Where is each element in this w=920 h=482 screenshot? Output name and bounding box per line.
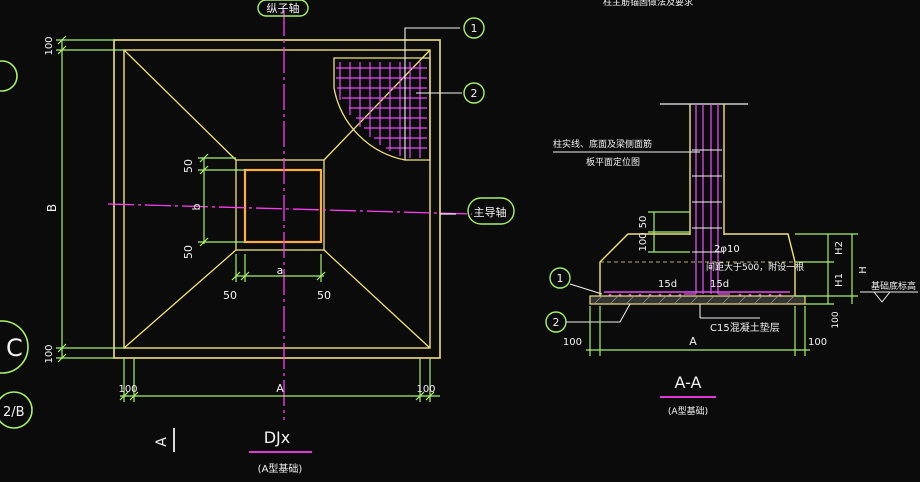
- cushion-label: C15混凝土垫层: [710, 321, 780, 334]
- rebar-mesh: [336, 62, 427, 158]
- column-rebar: [684, 104, 730, 295]
- axis-bubble-2b-label: 2/B: [3, 405, 25, 420]
- axis-tag-horizontal-label: 主导轴: [474, 205, 507, 219]
- callout-2-label: 2: [471, 87, 478, 100]
- foundation-plan: 纵子轴 主导轴 1 2 100 B 100: [44, 0, 515, 475]
- dim-100-right-label: 100: [416, 384, 435, 395]
- column-stirrups: [692, 149, 722, 253]
- section-dim-100-right: 100: [808, 337, 827, 348]
- callout-1-bubble: [463, 17, 485, 39]
- column-pad: [235, 159, 325, 251]
- rebar-note-1: 2φ10: [714, 244, 740, 255]
- anchor-left-label: 15d: [658, 279, 677, 290]
- cushion-layer: [589, 295, 806, 305]
- dim-column-b: [198, 153, 245, 247]
- section-dim-50: 50: [638, 216, 649, 229]
- hip-line-br: [323, 249, 431, 349]
- dim-a-label: A: [276, 382, 284, 395]
- dim-a-col-label: a: [277, 264, 284, 277]
- section-callout-1-bubble: [549, 267, 571, 289]
- axis-tag-vertical: [257, 0, 309, 17]
- rebar-note-2: 间距大于500，附设一根: [706, 261, 804, 273]
- section-dim-right: [795, 233, 858, 305]
- base-elevation-label: 基础底标高: [871, 280, 916, 292]
- dim-50-right-label: 50: [317, 289, 331, 302]
- axis-tag-horizontal: [467, 197, 515, 225]
- section-dim-100-upper: 100: [638, 232, 649, 251]
- section-callout-1-label: 1: [557, 272, 564, 285]
- section-note-line1: 柱实线、底面及梁侧面筋: [553, 138, 652, 150]
- axis-bubbles: C 2/B: [0, 60, 33, 429]
- callout-1-label: 1: [471, 22, 478, 35]
- callout-1-leader: [404, 27, 460, 160]
- axis-tag-vertical-label: 纵子轴: [267, 1, 300, 15]
- section-dim-h2: H2: [834, 241, 845, 255]
- dim-b-col-label: b: [190, 203, 203, 210]
- dim-50-left-label: 50: [223, 289, 237, 302]
- anchor-right-label: 15d: [710, 279, 729, 290]
- section-callout-1-leader: [569, 283, 603, 295]
- section-dim-h1: H1: [834, 273, 845, 287]
- axis-bubble-c: [0, 320, 29, 374]
- dim-bottom: [119, 358, 440, 402]
- dim-100-left-label: 100: [118, 384, 137, 395]
- section-view: 柱主筋锚固做法及要求: [545, 0, 918, 417]
- dim-b-label: B: [45, 204, 59, 212]
- hip-line-bl: [123, 249, 237, 349]
- footing-profile-right: [724, 233, 796, 296]
- cushion-hatch: [593, 295, 795, 305]
- section-mark-label: A: [154, 437, 170, 447]
- section-dim-left: [648, 211, 690, 253]
- section-callout-2-label: 2: [553, 316, 560, 329]
- section-dim-100-left: 100: [563, 337, 582, 348]
- footing-profile-left: [599, 233, 690, 296]
- centerline-horizontal: [107, 203, 473, 215]
- plan-title: DJx: [264, 428, 291, 447]
- dim-left: [56, 35, 124, 363]
- axis-bubble-2b: [0, 391, 33, 429]
- column-section: [243, 168, 323, 244]
- section-dim-h: H: [858, 266, 869, 274]
- section-note-line2: 板平面定位图: [586, 156, 640, 168]
- footing-inner-outline: [123, 49, 431, 349]
- hip-line-tl: [123, 49, 237, 161]
- plan-subtitle: (A型基础): [258, 462, 303, 475]
- section-subtitle: (A型基础): [668, 405, 708, 417]
- axis-bubble-c-label: C: [6, 334, 23, 362]
- callout-2-bubble: [463, 82, 485, 104]
- section-top-note: 柱主筋锚固做法及要求: [603, 0, 693, 8]
- section-callout-2-leader: [566, 303, 631, 323]
- section-title: A-A: [675, 373, 702, 392]
- dim-100-bottom-label: 100: [44, 344, 55, 363]
- axis-bubble-top: [0, 60, 18, 92]
- base-elevation-marker: [872, 291, 892, 303]
- dim-100-top-label: 100: [44, 36, 55, 55]
- footing-outline: [113, 39, 441, 359]
- section-dim-100-base: 100: [831, 311, 841, 328]
- section-dim-bottom: [586, 306, 810, 356]
- dim-50-top-label: 50: [182, 159, 195, 173]
- dim-50-bottom-label: 50: [182, 245, 195, 259]
- rebar-mesh-outline: [333, 57, 431, 161]
- dim-column-a: [231, 254, 326, 282]
- section-dim-a: A: [689, 335, 697, 348]
